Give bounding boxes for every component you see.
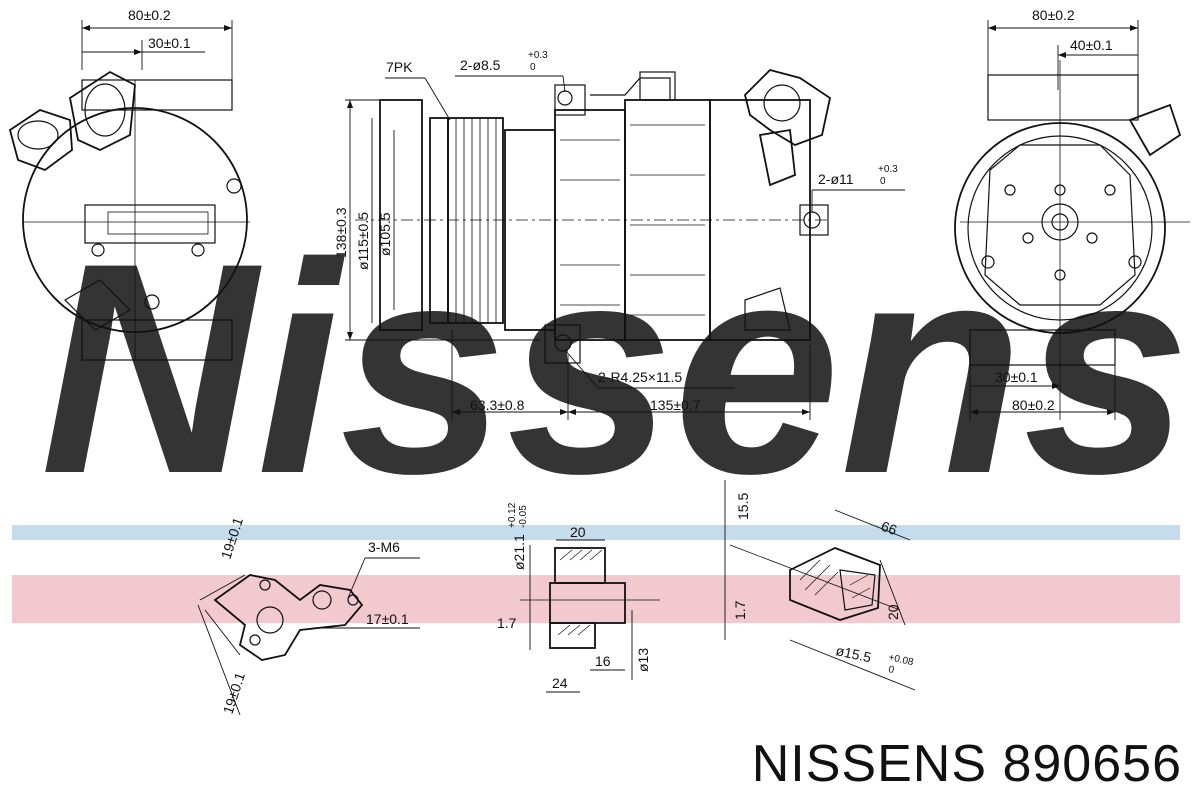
dim-discharge-d155-tol-zero: 0 xyxy=(887,664,895,676)
compressor-front-view-icon: 138±0.3 ø115±0.5 ø105.5 7PK 2-ø8.5 +0.3 … xyxy=(333,50,905,420)
dim-hole-top-tol-zero: 0 xyxy=(530,62,536,73)
dim-hole-top-tol-plus: +0.3 xyxy=(528,50,548,61)
dim-discharge-20: 20 xyxy=(885,604,901,620)
dim-right-40: 40±0.1 xyxy=(1070,37,1113,53)
dim-115: ø115±0.5 xyxy=(355,212,371,270)
dim-suction-17: 1.7 xyxy=(497,615,517,631)
blue-band xyxy=(12,525,1180,540)
dim-slot: 2-R4.25×11.5 xyxy=(598,369,682,385)
dim-138: 138±0.3 xyxy=(333,207,349,258)
dim-right-80-bot: 80±0.2 xyxy=(1012,397,1055,413)
dim-suction-d21-tol-minus: -0.05 xyxy=(518,505,529,528)
dim-suction-d21-tol-plus: +0.12 xyxy=(507,502,518,528)
dim-right-80-top: 80±0.2 xyxy=(1032,7,1075,23)
nissens-watermark: Nissens xyxy=(40,200,1190,536)
dim-discharge-d155-tol-plus: +0.08 xyxy=(887,652,914,668)
dim-105: ø105.5 xyxy=(377,212,393,256)
dim-hole-side: 2-ø11 xyxy=(818,171,854,187)
dim-flange-19b: 19±0.1 xyxy=(220,670,248,716)
dim-right-30: 30±0.1 xyxy=(995,369,1038,385)
dim-63: 63.3±0.8 xyxy=(470,397,525,413)
suction-port-section-icon: ø21.1 +0.12 -0.05 20 1.7 16 ø13 24 xyxy=(497,502,660,693)
dim-hole-side-tol-plus: +0.3 xyxy=(878,164,898,175)
dim-flange-17: 17±0.1 xyxy=(366,611,409,627)
dim-hole-top: 2-ø8.5 xyxy=(460,57,501,73)
dim-discharge-155: 15.5 xyxy=(735,493,751,520)
part-number-caption: NISSENS 890656 xyxy=(751,735,1182,793)
label-m6: 3-M6 xyxy=(368,539,400,555)
label-7pk: 7PK xyxy=(386,59,413,75)
dim-hole-side-tol-zero: 0 xyxy=(880,176,886,187)
dim-discharge-17: 1.7 xyxy=(732,600,748,620)
discharge-port-section-icon: 15.5 66 1.7 20 ø15.5 +0.08 0 xyxy=(724,480,916,691)
dim-discharge-66: 66 xyxy=(879,518,899,538)
dim-left-80: 80±0.2 xyxy=(128,7,171,23)
dim-135: 135±0.7 xyxy=(650,397,701,413)
dim-suction-20: 20 xyxy=(570,524,586,540)
compressor-side-view-icon: 80±0.2 30±0.1 xyxy=(8,7,250,361)
dim-suction-d13: ø13 xyxy=(635,648,651,672)
dim-suction-24: 24 xyxy=(552,675,568,691)
dim-discharge-d155: ø15.5 xyxy=(834,642,873,665)
compressor-rear-view-icon: 80±0.2 40±0.1 30±0.1 80±0.2 xyxy=(954,7,1190,420)
dim-left-30: 30±0.1 xyxy=(148,35,191,51)
watermark-text: Nissens xyxy=(40,200,1190,536)
dim-suction-16: 16 xyxy=(595,653,611,669)
dim-suction-d21: ø21.1 xyxy=(511,534,527,570)
